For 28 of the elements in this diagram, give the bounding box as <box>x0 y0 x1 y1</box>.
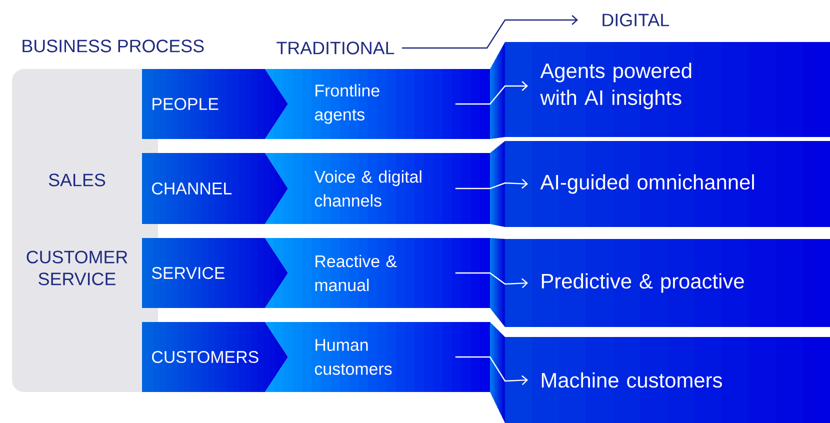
column-heading: DIGITAL <box>602 14 670 26</box>
digital-box: Predictive & proactive <box>490 238 830 327</box>
digital-box: AI-guided omnichannel <box>490 141 830 227</box>
traditional-box: Voice & digital channels <box>265 153 490 224</box>
column-heading: BUSINESS PROCESS <box>22 40 204 52</box>
category-box: CHANNEL <box>142 153 288 224</box>
node-label: Human customers <box>314 339 392 375</box>
node-label: AI-guided omnichannel <box>540 174 754 194</box>
traditional-box: Frontline agents <box>265 69 490 139</box>
digital-box: Machine customers <box>490 322 830 423</box>
arrow <box>455 178 528 190</box>
node-label: Predictive & proactive <box>542 273 744 293</box>
traditional-box: Reactive & manual <box>265 238 490 308</box>
arrow <box>455 356 528 386</box>
node-label: Voice & digital channels <box>314 170 422 207</box>
arrow <box>455 272 528 288</box>
category-box: CUSTOMERS <box>142 322 288 392</box>
node-label: Machine customers <box>542 372 722 388</box>
arrow <box>455 81 528 105</box>
traditional-box: Human customers <box>265 322 490 392</box>
node-label: Agents powered with AI insights <box>540 62 692 110</box>
category-box: PEOPLE <box>142 69 288 139</box>
category-box: SERVICE <box>142 238 288 308</box>
node-label: Reactive & manual <box>315 254 397 292</box>
column-heading: TRADITIONAL <box>276 42 394 54</box>
arrow <box>402 15 578 49</box>
node-label: Frontline agents <box>314 84 380 124</box>
digital-box: Agents powered with AI insights <box>490 42 830 139</box>
